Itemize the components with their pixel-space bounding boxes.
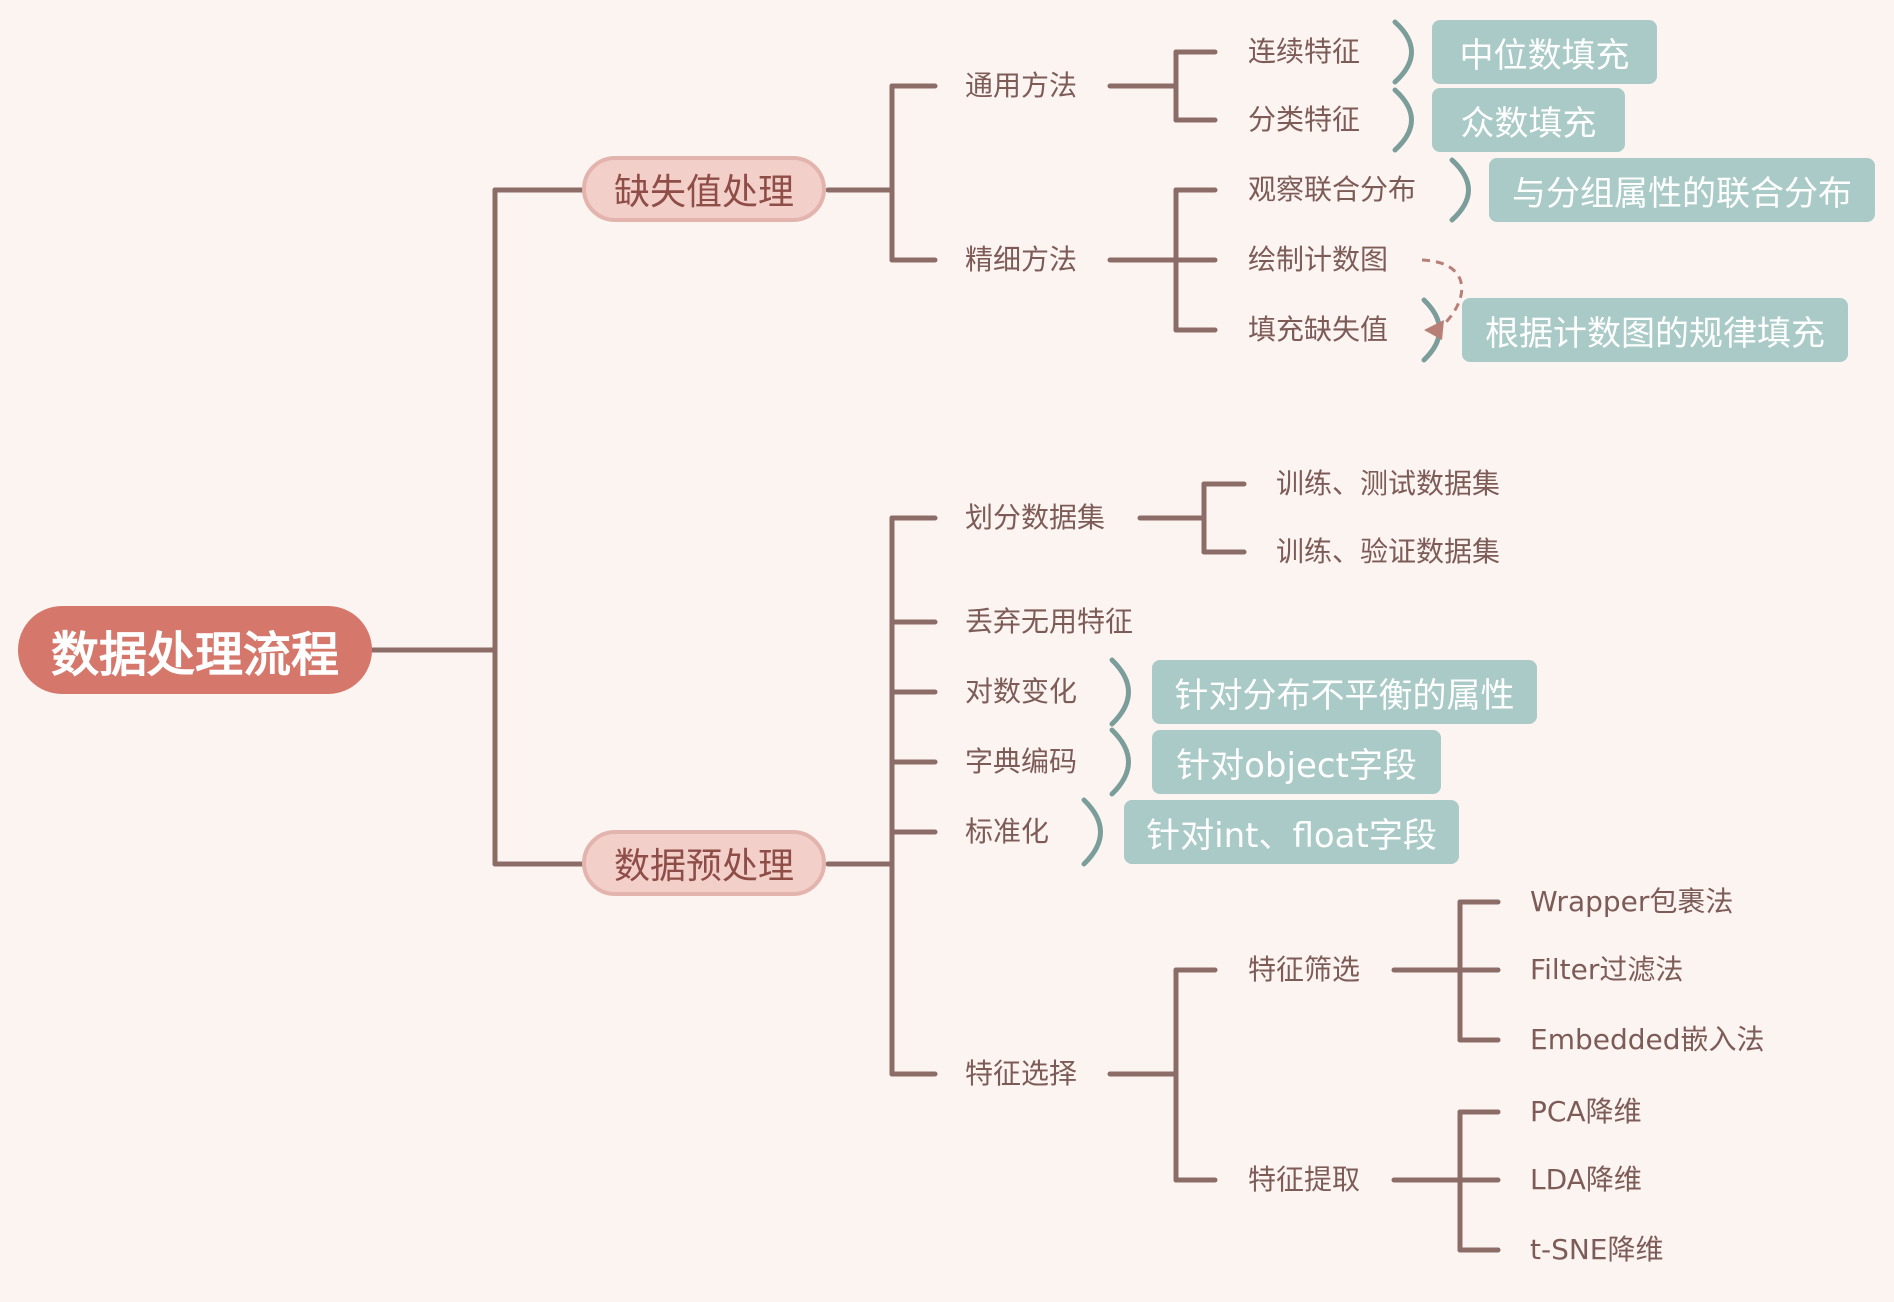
standardize-note[interactable]: 针对int、float字段 (1124, 800, 1459, 864)
standardize-node[interactable]: 标准化 (965, 815, 1050, 848)
plot-count-node[interactable]: 绘制计数图 (1248, 243, 1389, 276)
fill-missing-node[interactable]: 填充缺失值 (1248, 313, 1389, 346)
lda-node[interactable]: LDA降维 (1530, 1163, 1642, 1196)
feature-filtering-node[interactable]: 特征筛选 (1248, 953, 1361, 986)
missing-value-node[interactable]: 缺失值处理 (582, 156, 826, 222)
dict-encoding-note[interactable]: 针对object字段 (1152, 730, 1441, 794)
log-transform-note[interactable]: 针对分布不平衡的属性 (1152, 660, 1537, 724)
general-method-node[interactable]: 通用方法 (965, 69, 1078, 102)
preprocess-node[interactable]: 数据预处理 (582, 830, 826, 896)
median-fill-note[interactable]: 中位数填充 (1432, 20, 1657, 84)
drop-features-node[interactable]: 丢弃无用特征 (965, 605, 1134, 638)
dict-encoding-node[interactable]: 字典编码 (965, 745, 1078, 778)
train-test-node[interactable]: 训练、测试数据集 (1276, 467, 1501, 500)
joint-distribution-note[interactable]: 与分组属性的联合分布 (1489, 158, 1875, 222)
mode-fill-note[interactable]: 众数填充 (1432, 88, 1625, 152)
categorical-feature-node[interactable]: 分类特征 (1248, 103, 1361, 136)
filter-method-node[interactable]: Filter过滤法 (1530, 953, 1684, 986)
root-node[interactable]: 数据处理流程 (18, 606, 372, 694)
continuous-feature-node[interactable]: 连续特征 (1248, 35, 1361, 68)
pca-node[interactable]: PCA降维 (1530, 1095, 1642, 1128)
feature-extraction-node[interactable]: 特征提取 (1248, 1163, 1361, 1196)
tsne-node[interactable]: t-SNE降维 (1530, 1233, 1664, 1266)
count-plot-fill-note[interactable]: 根据计数图的规律填充 (1462, 298, 1848, 362)
feature-selection-node[interactable]: 特征选择 (965, 1057, 1078, 1090)
observe-distribution-node[interactable]: 观察联合分布 (1248, 173, 1417, 206)
log-transform-node[interactable]: 对数变化 (965, 675, 1078, 708)
embedded-method-node[interactable]: Embedded嵌入法 (1530, 1023, 1765, 1056)
train-valid-node[interactable]: 训练、验证数据集 (1276, 535, 1501, 568)
fine-method-node[interactable]: 精细方法 (965, 243, 1078, 276)
wrapper-method-node[interactable]: Wrapper包裹法 (1530, 885, 1734, 918)
split-dataset-node[interactable]: 划分数据集 (965, 501, 1106, 534)
